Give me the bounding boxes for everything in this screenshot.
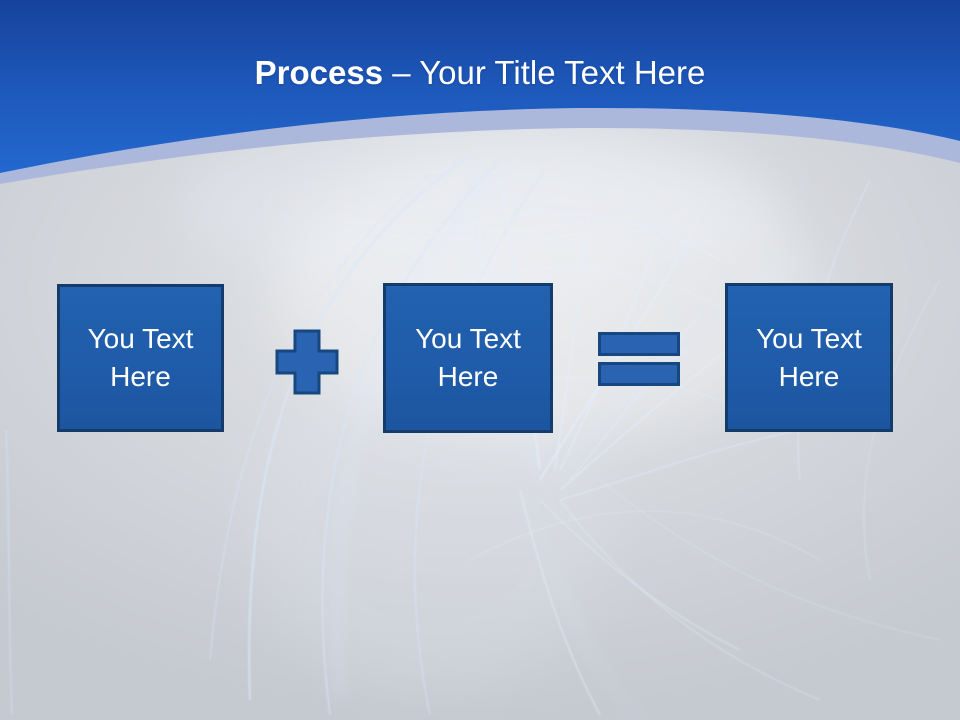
- header-curve: [0, 0, 960, 184]
- process-box-1: You Text Here: [57, 284, 224, 432]
- process-box-1-label: You Text Here: [87, 323, 194, 392]
- equals-icon: [598, 332, 680, 386]
- slide-title-rest: – Your Title Text Here: [383, 54, 706, 91]
- slide-title-emphasis: Process: [254, 54, 384, 91]
- header-blue-arc: [0, 0, 960, 173]
- process-box-2-label: You Text Here: [415, 323, 521, 392]
- process-box-2: You Text Here: [383, 283, 553, 433]
- process-box-3: You Text Here: [725, 283, 893, 432]
- slide-title: Process – Your Title Text Here: [0, 51, 960, 95]
- process-box-3-label: You Text Here: [756, 322, 862, 392]
- plus-icon: [274, 328, 340, 396]
